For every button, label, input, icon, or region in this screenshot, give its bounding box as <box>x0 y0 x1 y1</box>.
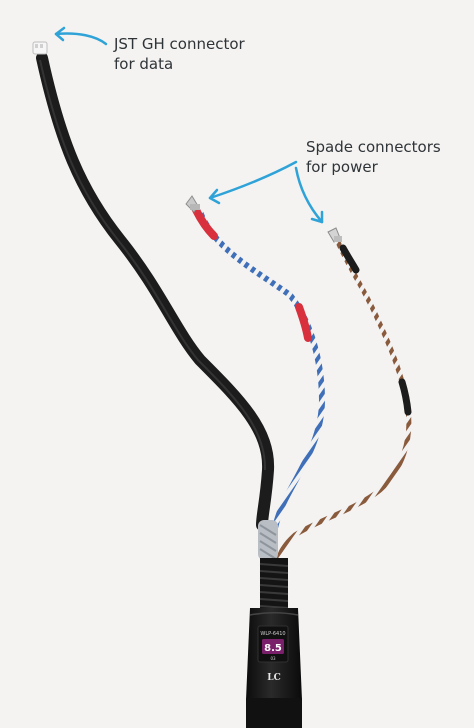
arrow-spade-right <box>294 166 324 224</box>
arrow-spade-left <box>208 160 298 200</box>
cable-braid <box>258 520 278 560</box>
connector-brand-text: LC <box>267 673 281 683</box>
callout-spade: Spade connectors for power <box>306 137 441 177</box>
callout-jst-gh: JST GH connector for data <box>114 34 245 74</box>
connector-sub-text: 03 <box>270 656 276 661</box>
connector-label: WLP-6410 8.5 03 LC <box>257 625 289 683</box>
spade-connector-left <box>185 195 200 213</box>
jst-gh-connector <box>32 41 48 55</box>
connector-model-text: WLP-6410 <box>260 631 285 637</box>
power-wire-blue <box>192 206 326 563</box>
callout-spade-line1: Spade connectors <box>306 138 441 156</box>
callout-arrows <box>54 26 324 224</box>
callout-jst-gh-line2: for data <box>114 55 174 73</box>
callout-spade-line2: for power <box>306 158 378 176</box>
threaded-connector <box>259 558 289 610</box>
power-wire-brown <box>275 239 412 565</box>
arrow-jst <box>54 32 108 46</box>
callout-jst-gh-line1: JST GH connector <box>114 35 245 53</box>
spade-connector-right <box>327 227 342 243</box>
connector-value-text: 8.5 <box>264 643 282 654</box>
data-cable <box>36 52 275 531</box>
